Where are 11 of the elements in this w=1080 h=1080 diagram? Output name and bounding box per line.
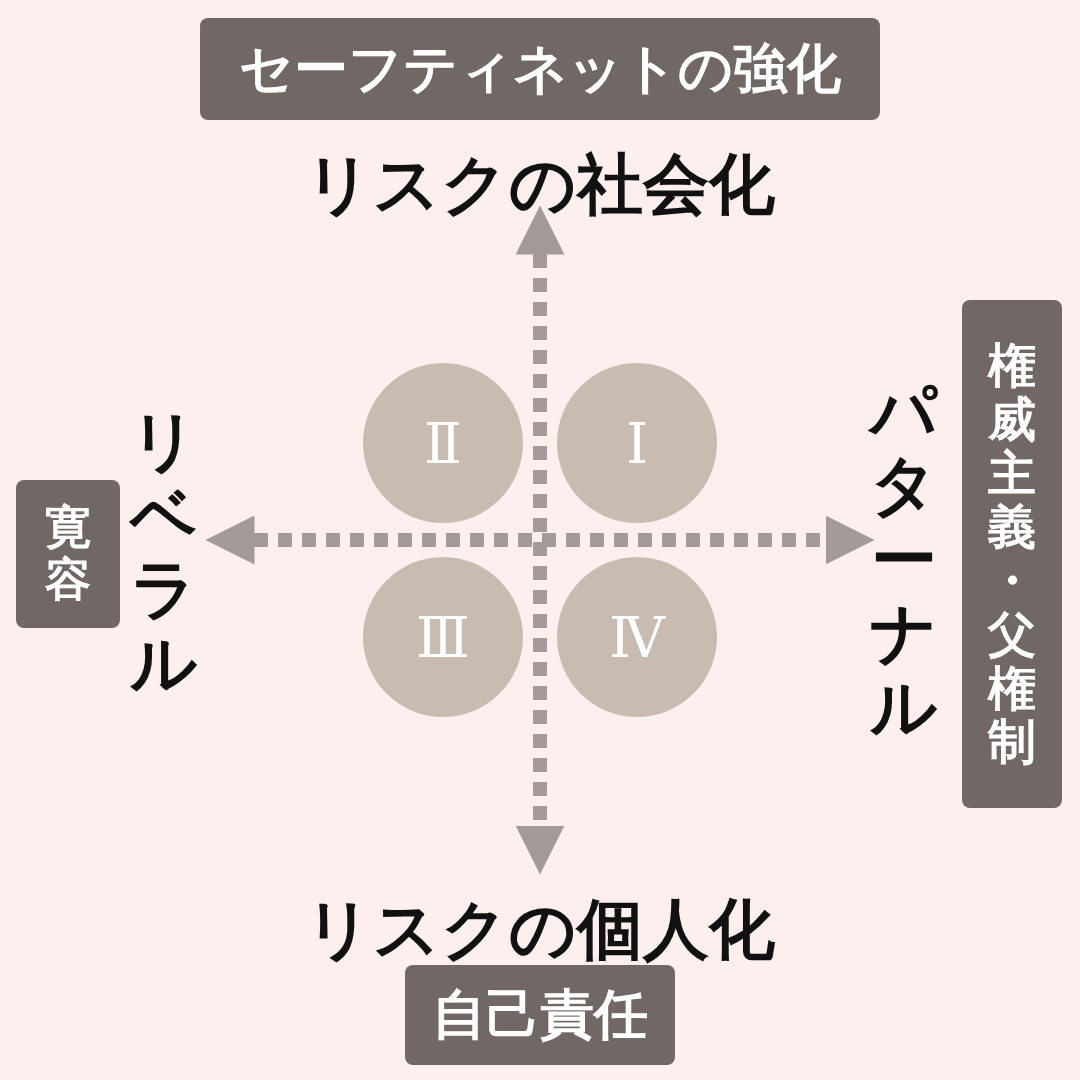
quadrant-circle: Ⅰ	[557, 363, 717, 523]
tag-box: 自己責任	[405, 965, 675, 1065]
quadrant-circle: Ⅱ	[363, 363, 523, 523]
axis-label: リスクの社会化	[304, 145, 776, 225]
quadrant-circle: Ⅲ	[363, 557, 523, 717]
quadrant-circle: Ⅳ	[557, 557, 717, 717]
axis-label: パターナル	[868, 375, 939, 745]
tag-box: 寛容	[16, 480, 120, 628]
heading-box: セーフティネットの強化	[200, 18, 880, 120]
tag-box: 権威主義・父権制	[962, 300, 1062, 808]
axis-label: リベラル	[128, 405, 199, 701]
